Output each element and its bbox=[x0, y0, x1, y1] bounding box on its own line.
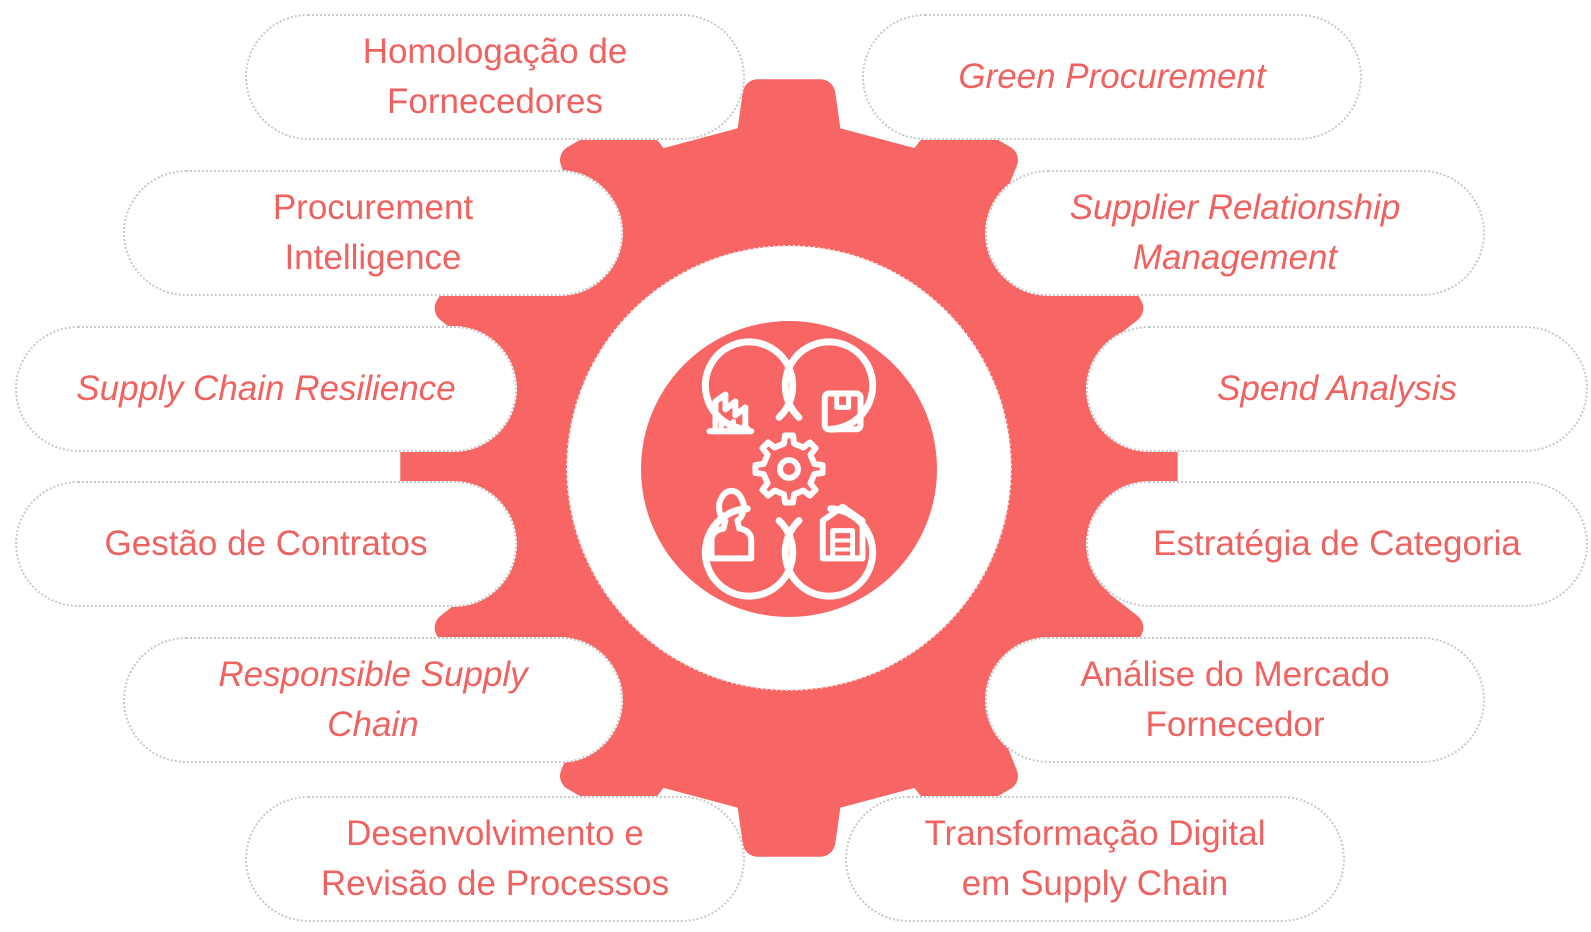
topic-label: Procurement Intelligence bbox=[272, 188, 474, 277]
topic-pill-procurement-intelligence[interactable]: Procurement Intelligence bbox=[123, 170, 623, 296]
topic-pill-green-procurement[interactable]: Green Procurement bbox=[862, 14, 1362, 140]
topic-label: Supply Chain Resilience bbox=[76, 369, 456, 408]
topic-label: Transformação Digital em Supply Chain bbox=[924, 814, 1266, 903]
topic-label: Supplier Relationship Management bbox=[1069, 188, 1401, 277]
topic-pill-gestao-contratos[interactable]: Gestão de Contratos bbox=[15, 481, 517, 607]
package-icon bbox=[781, 338, 877, 433]
topic-pill-responsible-supply-chain[interactable]: Responsible Supply Chain bbox=[123, 637, 623, 763]
factory-icon bbox=[701, 338, 797, 435]
topic-label: Homologação de Fornecedores bbox=[362, 32, 628, 121]
supply-chain-hub-icon bbox=[640, 320, 938, 618]
topic-pill-supply-chain-resilience[interactable]: Supply Chain Resilience bbox=[15, 326, 517, 452]
topic-pill-desenvolvimento-processos[interactable]: Desenvolvimento e Revisão de Processos bbox=[245, 796, 745, 922]
topic-label: Desenvolvimento e Revisão de Processos bbox=[320, 814, 670, 903]
topic-label: Spend Analysis bbox=[1217, 369, 1457, 408]
topic-label: Estratégia de Categoria bbox=[1153, 524, 1521, 563]
topic-pill-spend-analysis[interactable]: Spend Analysis bbox=[1086, 326, 1588, 452]
topic-pill-homologacao[interactable]: Homologação de Fornecedores bbox=[245, 14, 745, 140]
topic-pill-analise-mercado[interactable]: Análise do Mercado Fornecedor bbox=[985, 637, 1485, 763]
topic-pill-transformacao-digital[interactable]: Transformação Digital em Supply Chain bbox=[845, 796, 1345, 922]
topic-label: Gestão de Contratos bbox=[104, 524, 428, 563]
person-icon bbox=[701, 487, 797, 600]
topic-pill-supplier-relationship[interactable]: Supplier Relationship Management bbox=[985, 170, 1485, 296]
gear-icon bbox=[752, 432, 826, 506]
topic-pill-estrategia-categoria[interactable]: Estratégia de Categoria bbox=[1086, 481, 1588, 607]
topic-label: Green Procurement bbox=[958, 57, 1266, 96]
topic-label: Responsible Supply Chain bbox=[218, 655, 528, 744]
warehouse-icon bbox=[781, 503, 877, 600]
topic-label: Análise do Mercado Fornecedor bbox=[1080, 655, 1390, 744]
